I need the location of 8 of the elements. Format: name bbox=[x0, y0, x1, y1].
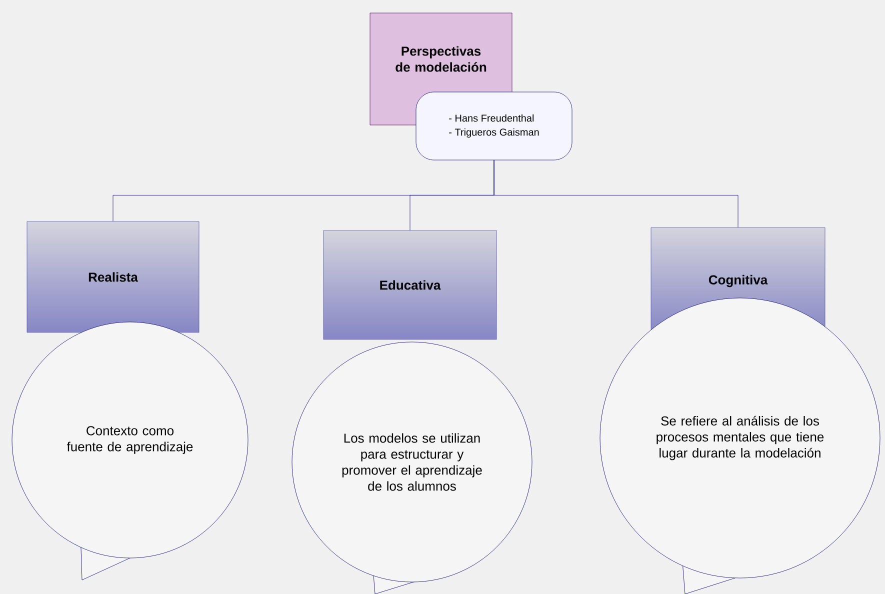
category-box: Educativa bbox=[323, 230, 497, 340]
speech-bubble: Los modelos se utilizan para estructurar y promover el aprendizaje de los alumnos bbox=[292, 342, 532, 594]
connector-line bbox=[494, 160, 738, 228]
node-label: Se refiere al análisis de los procesos mentales que tiene lugar durante la modelación bbox=[656, 416, 824, 460]
category-box: Realista bbox=[26, 221, 200, 333]
speech-bubble: Contexto como fuente de aprendizaje bbox=[12, 322, 248, 580]
author-box: - Hans Freudenthal - Trigueros Gaisman bbox=[416, 92, 572, 160]
speech-bubble: Se refiere al análisis de los procesos mentales que tiene lugar durante la modelación bbox=[600, 298, 880, 594]
